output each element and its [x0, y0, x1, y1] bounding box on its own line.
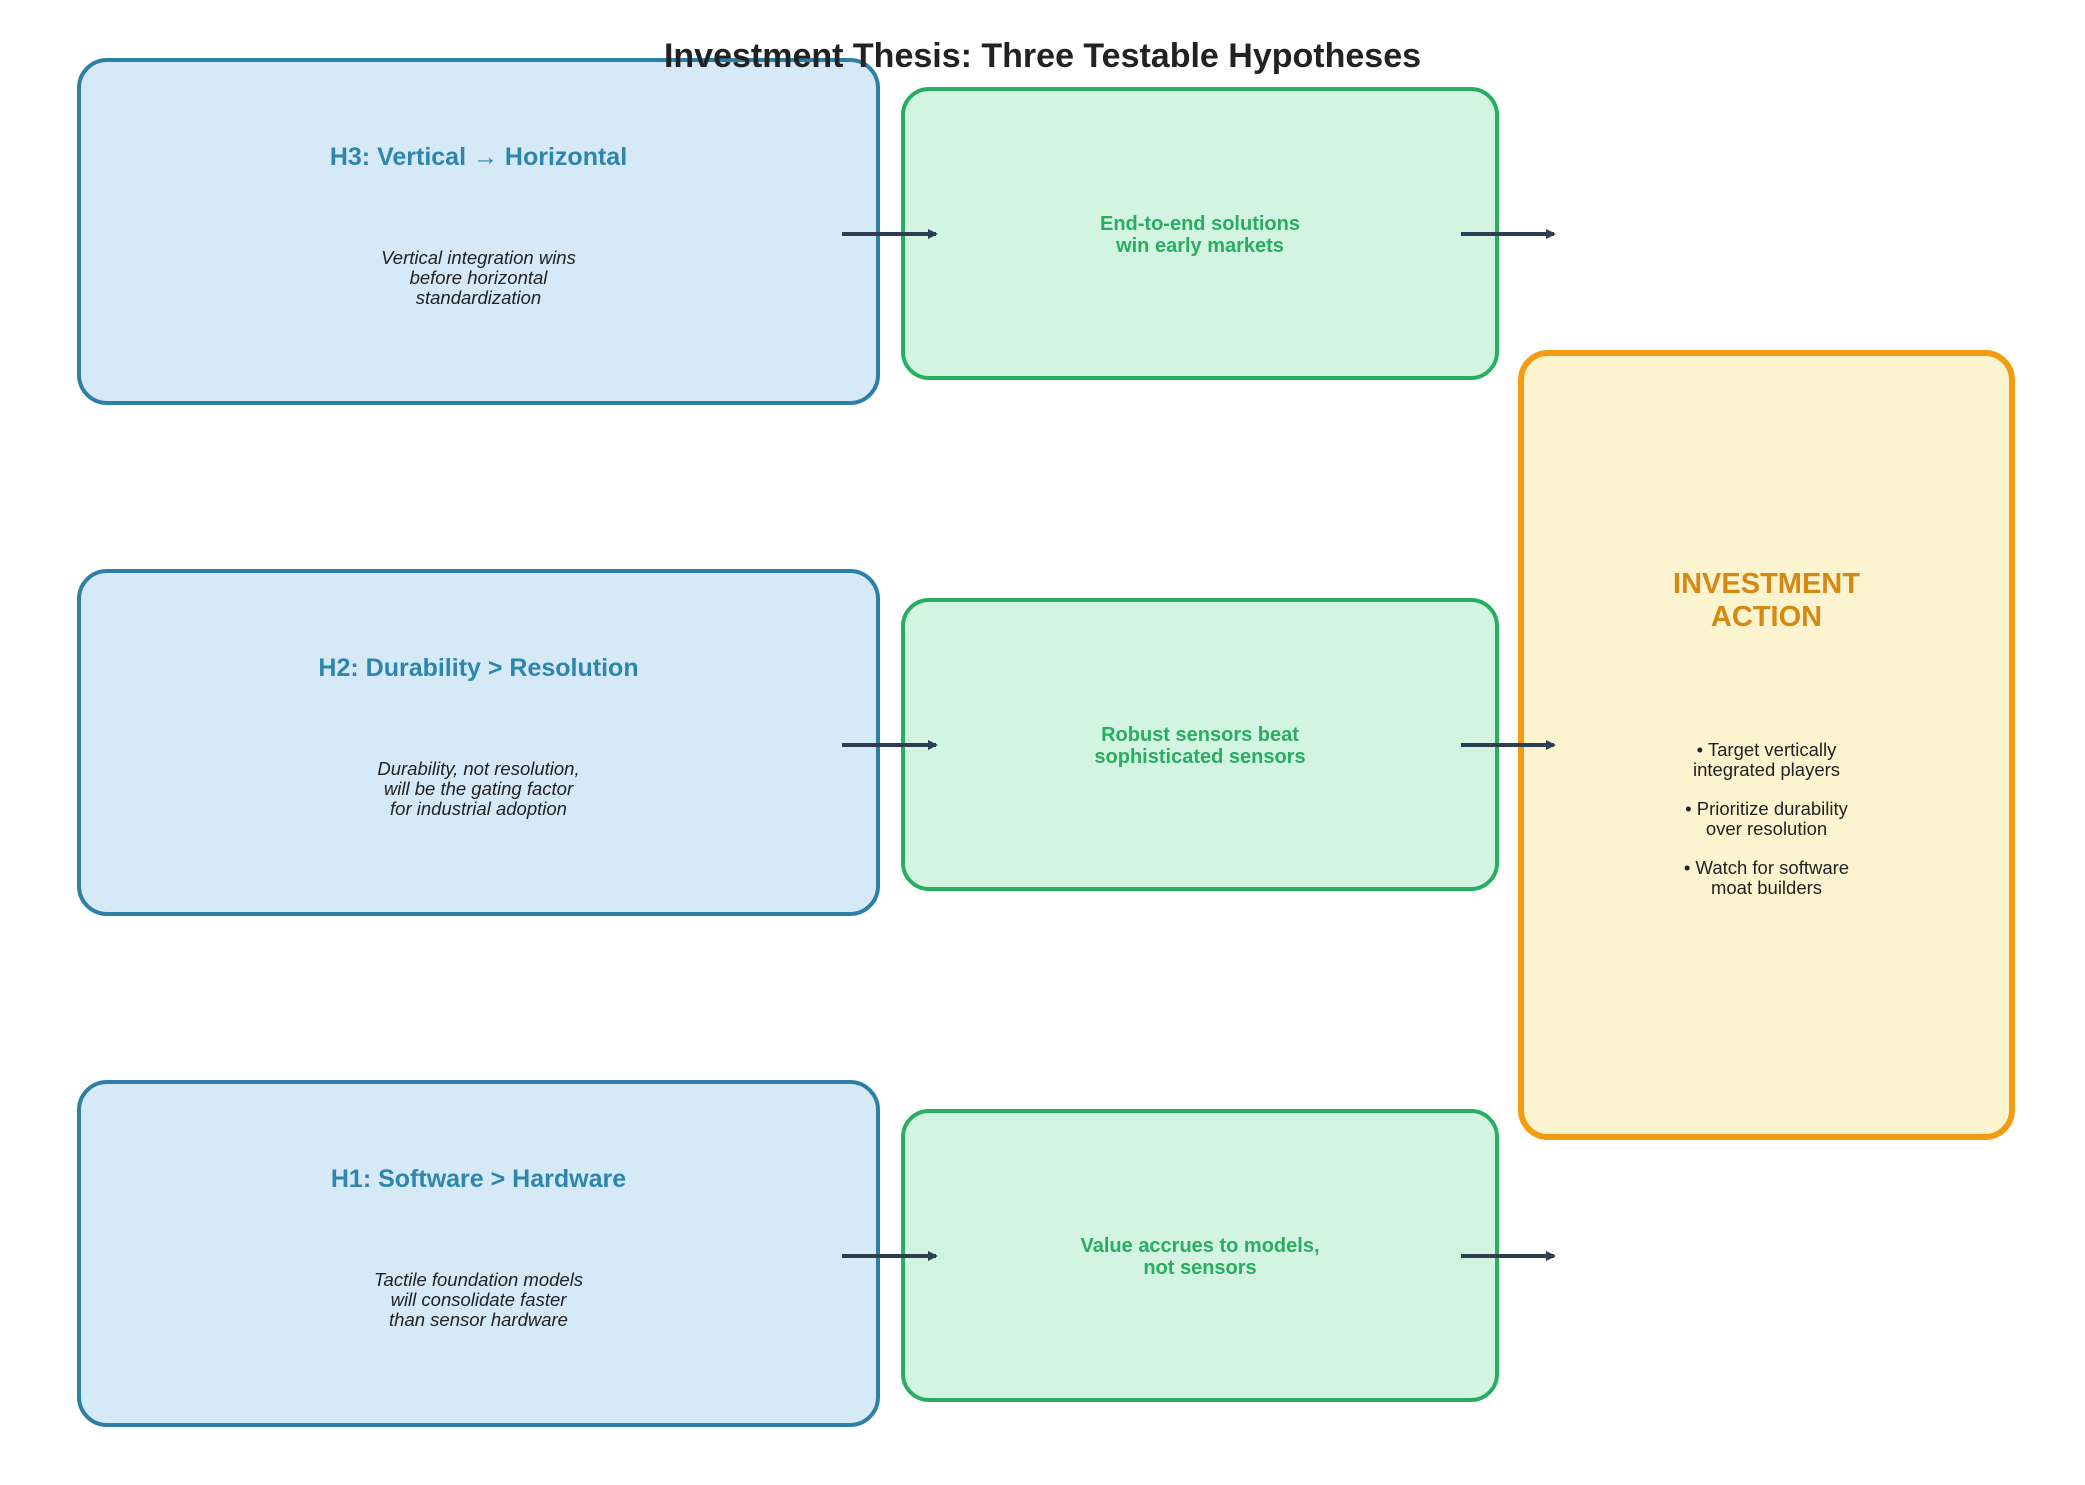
hypothesis-description: Durability, not resolution, will be the …: [377, 758, 580, 819]
implication-text: Value accrues to models, not sensors: [1080, 1235, 1320, 1279]
investment-action-title: INVESTMENT ACTION: [1673, 568, 1860, 633]
diagram-title: Investment Thesis: Three Testable Hypoth…: [663, 37, 1422, 75]
implication-box-1: End-to-end solutions win early markets: [901, 87, 1499, 380]
hypothesis-description: Vertical integration wins before horizon…: [381, 247, 576, 308]
investment-action-box: INVESTMENT ACTION • Target vertically in…: [1518, 350, 2015, 1140]
implication-box-2: Robust sensors beat sophisticated sensor…: [901, 598, 1499, 891]
implication-text: End-to-end solutions win early markets: [1100, 213, 1300, 257]
action-item: • Prioritize durability over resolution: [1685, 798, 1848, 839]
implication-text: Robust sensors beat sophisticated sensor…: [1094, 724, 1306, 768]
hypothesis-box-h3: H3: Vertical → Horizontal Vertical integ…: [77, 58, 880, 405]
investment-action-list: • Target vertically integrated players •…: [1524, 740, 2009, 917]
hypothesis-box-h1: H1: Software > Hardware Tactile foundati…: [77, 1080, 880, 1427]
hypothesis-box-h2: H2: Durability > Resolution Durability, …: [77, 569, 880, 916]
hypothesis-title: H2: Durability > Resolution: [318, 654, 639, 682]
hypothesis-description: Tactile foundation models will consolida…: [373, 1269, 584, 1330]
hypothesis-title: H1: Software > Hardware: [330, 1165, 627, 1193]
action-item: • Target vertically integrated players: [1692, 739, 1841, 780]
action-item: • Watch for software moat builders: [1683, 857, 1850, 898]
hypothesis-title: H3: Vertical → Horizontal: [329, 143, 628, 171]
implication-box-3: Value accrues to models, not sensors: [901, 1109, 1499, 1402]
